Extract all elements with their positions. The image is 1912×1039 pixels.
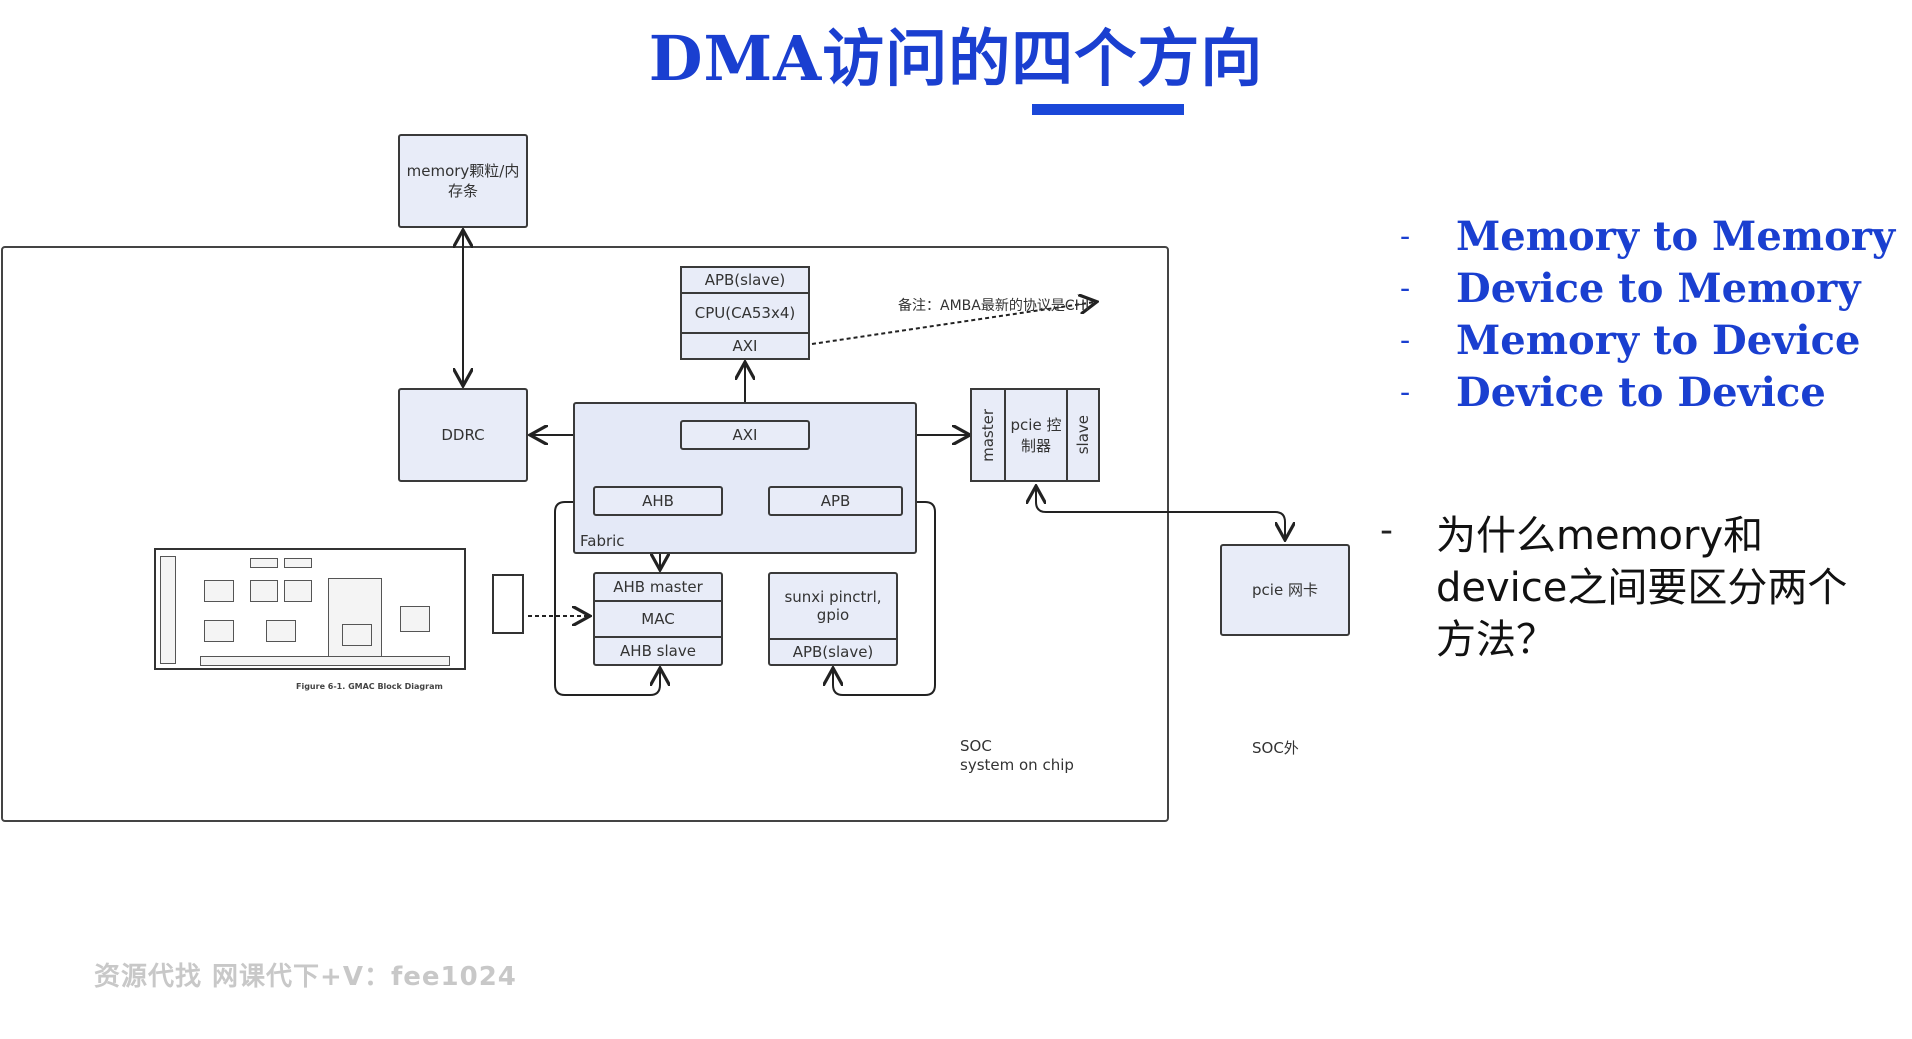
- pcie-nic-label: pcie 网卡: [1252, 580, 1318, 599]
- direction-item: - Device to Device: [1400, 368, 1826, 416]
- cpu-core: CPU(CA53x4): [680, 292, 810, 334]
- watermark: 资源代找 网课代下+V：fee1024: [94, 962, 517, 992]
- pcie-nic-box: pcie 网卡: [1220, 544, 1350, 636]
- question-block: - 为什么memory和device之间要区分两个方法？: [1380, 510, 1876, 666]
- cpu-axi: AXI: [680, 332, 810, 360]
- question-text: 为什么memory和device之间要区分两个方法？: [1436, 513, 1848, 663]
- pcie-master: master: [970, 388, 1006, 482]
- gmac-mini-gmac: [328, 578, 382, 658]
- gmac-mini-tx: [250, 580, 278, 602]
- direction-item: - Device to Memory: [1400, 264, 1861, 312]
- gmac-mini-base: [200, 656, 450, 666]
- pcie-controller: pcie 控制器: [1004, 388, 1068, 482]
- direction-text: Device to Memory: [1456, 264, 1861, 312]
- fabric-label: Fabric: [580, 532, 625, 550]
- memory-chip-label: memory颗粒/内存条: [406, 161, 520, 200]
- fabric-axi: AXI: [680, 420, 810, 450]
- gmac-mini-reg: [266, 620, 296, 642]
- fabric-apb: APB: [768, 486, 903, 516]
- soc-outside-label: SOC外: [1252, 739, 1299, 757]
- gmac-mini-bus: [160, 556, 176, 664]
- pcie-slave: slave: [1066, 388, 1100, 482]
- wire-apb-loop: [833, 501, 936, 696]
- gmac-mini-top2: [284, 558, 312, 568]
- direction-text: Memory to Device: [1456, 316, 1861, 364]
- gmac-mini-dma: [204, 580, 234, 602]
- page-title: DMA访问的四个方向: [648, 22, 1264, 95]
- ddrc-box: DDRC: [398, 388, 528, 482]
- gmac-caption: Figure 6-1. GMAC Block Diagram: [296, 682, 443, 691]
- gmac-mini-phy: [342, 624, 372, 646]
- direction-text: Memory to Memory: [1456, 212, 1896, 260]
- gmac-mini-csr: [204, 620, 234, 642]
- wire-note: [811, 302, 1095, 345]
- title-underline: [1032, 104, 1184, 115]
- direction-item: - Memory to Memory: [1400, 212, 1896, 260]
- wire-pcie-nic: [1036, 488, 1285, 538]
- mac-core: MAC: [593, 600, 723, 638]
- pinctrl-apb-slave: APB(slave): [768, 638, 898, 666]
- gmac-block-diagram: [154, 548, 466, 670]
- cpu-apb-slave: APB(slave): [680, 266, 810, 294]
- gmac-mini-port: [400, 606, 430, 632]
- gmac-mini-rx: [284, 580, 312, 602]
- gmac-external-block: [492, 574, 524, 634]
- direction-list: - Memory to Memory - Device to Memory - …: [1400, 210, 1895, 418]
- wire-ahb-loop: [554, 501, 660, 696]
- pinctrl-core: sunxi pinctrl, gpio: [768, 572, 898, 640]
- amba-note: 备注：AMBA最新的协议是CHI: [898, 298, 1090, 314]
- fabric-ahb: AHB: [593, 486, 723, 516]
- direction-text: Device to Device: [1456, 368, 1826, 416]
- mac-ahb-slave: AHB slave: [593, 636, 723, 666]
- ddrc-label: DDRC: [441, 425, 485, 444]
- mac-ahb-master: AHB master: [593, 572, 723, 602]
- direction-item: - Memory to Device: [1400, 316, 1861, 364]
- soc-label: SOC system on chip: [960, 737, 1074, 774]
- gmac-mini-top1: [250, 558, 278, 568]
- memory-chip-box: memory颗粒/内存条: [398, 134, 528, 228]
